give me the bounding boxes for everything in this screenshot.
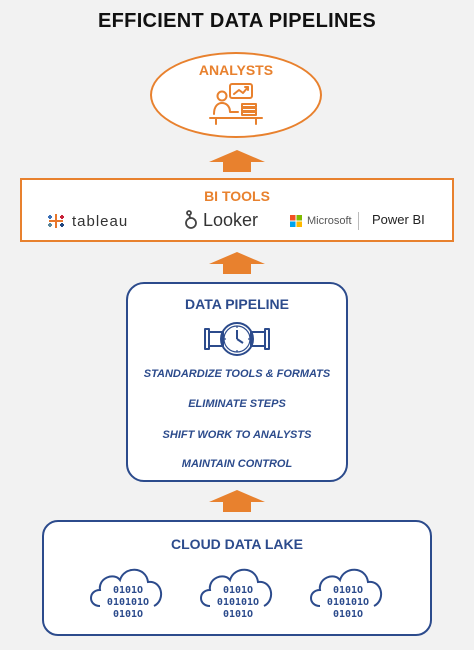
up-arrow-icon xyxy=(209,150,265,172)
tableau-cross-icon xyxy=(48,214,64,228)
microsoft-logo: Microsoft xyxy=(290,212,352,230)
bi-tools-label: BI TOOLS xyxy=(204,188,270,204)
pipeline-item: ELIMINATE STEPS xyxy=(188,398,286,410)
looker-logo: Looker xyxy=(184,208,258,232)
cloud-icon xyxy=(200,568,273,607)
cloud-data-lake-label: CLOUD DATA LAKE xyxy=(171,536,303,552)
tableau-wordmark: tableau xyxy=(72,212,129,230)
pipeline-item: SHIFT WORK TO ANALYSTS xyxy=(162,429,312,441)
binary-text: 0101O xyxy=(112,609,144,620)
page-title: EFFICIENT DATA PIPELINES xyxy=(98,10,376,32)
binary-text: 010101O xyxy=(216,597,260,608)
tableau-logo: tableau xyxy=(46,210,128,232)
binary-text: 0101O xyxy=(332,585,364,596)
analyst-at-desk-icon xyxy=(209,83,263,125)
cloud-icon xyxy=(90,568,163,607)
pipeline-item: STANDARDIZE TOOLS & FORMATS xyxy=(143,368,331,380)
looker-mark-icon xyxy=(185,210,197,229)
binary-text: 010101O xyxy=(326,597,370,608)
power-bi-wordmark: Power BI xyxy=(372,212,425,227)
microsoft-wordmark: Microsoft xyxy=(307,215,352,227)
binary-text: 0101O xyxy=(112,585,144,596)
bi-tools-box xyxy=(20,178,454,242)
bi-tools-logo-row: tableau Looker Microsoft Power BI xyxy=(40,208,440,234)
binary-text: 0101O xyxy=(332,609,364,620)
analysts-ellipse xyxy=(150,52,322,138)
analysts-label: ANALYSTS xyxy=(198,62,274,78)
binary-text: 0101O xyxy=(222,585,254,596)
up-arrow-icon xyxy=(209,490,265,512)
microsoft-squares-icon xyxy=(290,215,302,227)
binary-text: 0101O xyxy=(222,609,254,620)
logo-divider xyxy=(358,212,359,230)
binary-text: 010101O xyxy=(106,597,150,608)
data-pipeline-box xyxy=(126,282,348,482)
cloud-icon xyxy=(310,568,383,607)
data-pipeline-label: DATA PIPELINE xyxy=(185,296,289,312)
looker-wordmark: Looker xyxy=(203,209,259,230)
pipeline-item: MAINTAIN CONTROL xyxy=(181,458,293,470)
up-arrow-icon xyxy=(209,252,265,274)
pipe-gauge-icon xyxy=(204,322,270,356)
